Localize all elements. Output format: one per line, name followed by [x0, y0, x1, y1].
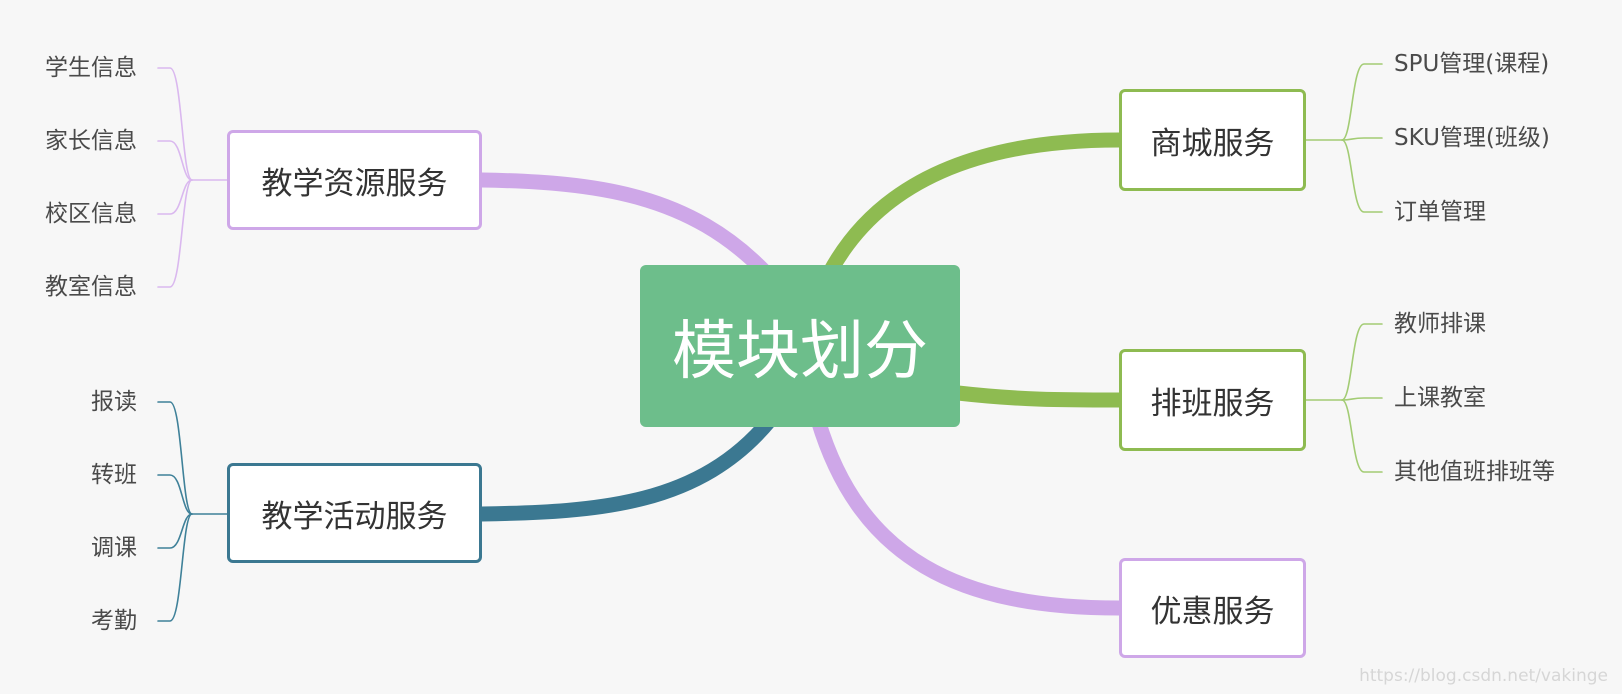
leaf-other-duty[interactable]: 其他值班排班等	[1394, 459, 1555, 485]
branch-node-teach-activity[interactable]: 教学活动服务	[227, 463, 482, 563]
bracket-mall-leaf-link-1	[1341, 137, 1383, 141]
branch-label: 商城服务	[1150, 125, 1275, 162]
branch-label: 排班服务	[1150, 385, 1275, 422]
watermark: https://blog.csdn.net/vakinge	[1359, 666, 1608, 686]
branch-node-schedule[interactable]: 排班服务	[1119, 349, 1306, 451]
bracket-teach-activity-leaf-link-3	[157, 513, 193, 622]
leaf-parent-info[interactable]: 家长信息	[45, 128, 137, 154]
bracket-teach-activity-leaf-link-2	[157, 513, 193, 549]
leaf-teacher-scheduling[interactable]: 教师排课	[1394, 311, 1486, 337]
bracket-teach-resource-leaf-link-1	[157, 140, 193, 181]
connector-teach-activity	[474, 412, 778, 522]
connector-discount	[810, 412, 1127, 616]
bracket-teach-resource-leaf-link-2	[157, 179, 193, 215]
leaf-classroom-info[interactable]: 教室信息	[45, 274, 137, 300]
bracket-schedule-leaf-link-1	[1341, 397, 1383, 401]
leaf-transfer-class[interactable]: 转班	[91, 462, 137, 488]
branch-label: 教学活动服务	[261, 498, 448, 535]
branch-label: 优惠服务	[1150, 593, 1275, 630]
bracket-mall-leaf-link-2	[1341, 139, 1383, 213]
leaf-class-room[interactable]: 上课教室	[1394, 385, 1486, 411]
bracket-teach-activity-leaf-link-0	[157, 401, 193, 515]
bracket-teach-resource-leaf-link-0	[157, 67, 193, 181]
root-node[interactable]: 模块划分	[640, 265, 960, 427]
bracket-schedule-leaf-link-0	[1341, 323, 1383, 401]
leaf-order-management[interactable]: 订单管理	[1394, 199, 1486, 225]
connector-mall	[822, 132, 1127, 280]
root-label: 模块划分	[672, 315, 928, 389]
connector-schedule	[950, 385, 1127, 408]
branch-node-discount[interactable]: 优惠服务	[1119, 558, 1306, 658]
leaf-campus-info[interactable]: 校区信息	[45, 201, 137, 227]
branch-node-teach-resource[interactable]: 教学资源服务	[227, 130, 482, 230]
bracket-schedule-leaf-link-2	[1341, 399, 1383, 473]
leaf-student-info[interactable]: 学生信息	[45, 55, 137, 81]
bracket-teach-resource-leaf-link-3	[157, 179, 193, 288]
branch-node-mall[interactable]: 商城服务	[1119, 89, 1306, 191]
leaf-spu-management[interactable]: SPU管理(课程)	[1394, 51, 1550, 77]
leaf-enroll[interactable]: 报读	[91, 389, 137, 415]
leaf-reschedule[interactable]: 调课	[91, 535, 137, 561]
bracket-teach-activity-leaf-link-1	[157, 474, 193, 515]
leaf-attendance[interactable]: 考勤	[91, 608, 137, 634]
bracket-mall-leaf-link-0	[1341, 63, 1383, 141]
branch-label: 教学资源服务	[261, 165, 448, 202]
connector-teach-resource	[474, 172, 773, 280]
leaf-sku-management[interactable]: SKU管理(班级)	[1394, 125, 1550, 151]
